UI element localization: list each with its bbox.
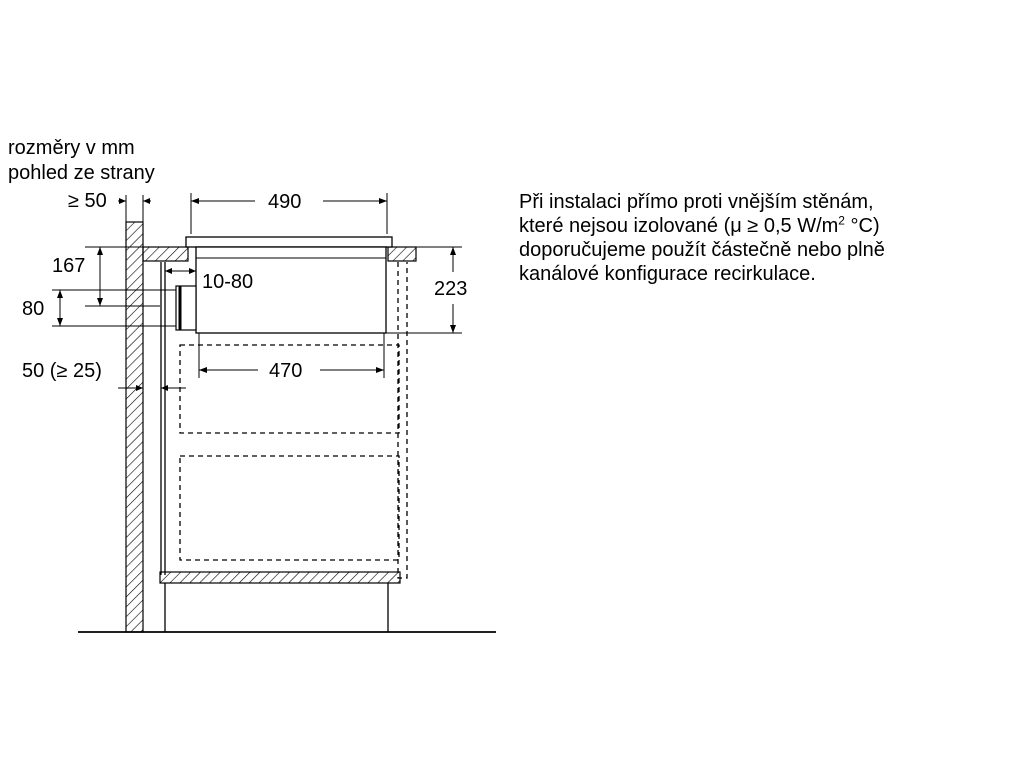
dim-10-80-arrowhead-right: [189, 268, 196, 274]
dim-side-gap-label: 50 (≥ 25): [22, 360, 102, 382]
dim-470-arrowhead-right: [376, 367, 384, 373]
dim-wall-gap-label: ≥ 50: [68, 190, 107, 212]
dim-80-arrowhead-bottom: [57, 318, 63, 326]
cabinet-right-dashed: [397, 262, 408, 579]
note-line-4: kanálové konfigurace recirkulace.: [519, 263, 816, 285]
dim-80-label: 80: [22, 298, 44, 320]
dim-490-label: 490: [268, 191, 301, 213]
note-line-3: doporučujeme použít částečně nebo plně: [519, 239, 885, 261]
view-label: pohled ze strany: [8, 162, 155, 184]
dim-470-label: 470: [269, 360, 302, 382]
dim-490-arrowhead-left: [191, 198, 199, 204]
dim-80-arrowhead-top: [57, 290, 63, 298]
note-line-2: které nejsou izolované (μ ≥ 0,5 W/m2 °C): [519, 214, 999, 238]
note-line-2-superscript: 2: [838, 213, 845, 228]
drawer-bottom-dashed: [179, 455, 400, 561]
dim-side-gap-arrowhead-left: [136, 385, 143, 391]
dim-223-arrowhead-top: [450, 247, 456, 255]
wall: [125, 221, 144, 633]
note-line-2-text: které nejsou izolované (μ ≥ 0,5 W/m: [519, 215, 839, 237]
installation-note: Při instalaci přímo proti vnějším stěnám…: [519, 190, 999, 286]
units-label: rozměry v mm: [8, 137, 135, 159]
dim-223-arrowhead-bottom: [450, 325, 456, 333]
dim-167-arrowhead-top: [97, 247, 103, 255]
dim-side-gap-arrowhead-right: [161, 385, 168, 391]
note-line-1: Při instalaci přímo proti vnějším stěnám…: [519, 191, 874, 213]
dim-10-80-label: 10-80: [202, 271, 253, 293]
dim-wall-gap-arrowhead-left: [119, 198, 126, 204]
countertop-left: [142, 246, 189, 262]
dim-470-arrowhead-left: [199, 367, 207, 373]
cabinet-base: [159, 571, 401, 584]
dim-wall-gap-arrowhead-right: [143, 198, 150, 204]
dim-167-arrowhead-bottom: [97, 298, 103, 306]
dim-490-arrowhead-right: [379, 198, 387, 204]
dim-223-label: 223: [434, 278, 467, 300]
dim-167-label: 167: [52, 255, 85, 277]
note-line-2-unit: °C): [844, 215, 880, 237]
countertop-right: [387, 246, 417, 262]
drawer-top-dashed: [179, 344, 400, 434]
hob-glass: [185, 236, 393, 248]
hob-body: [195, 246, 387, 334]
dim-10-80-arrowhead-left: [165, 268, 172, 274]
